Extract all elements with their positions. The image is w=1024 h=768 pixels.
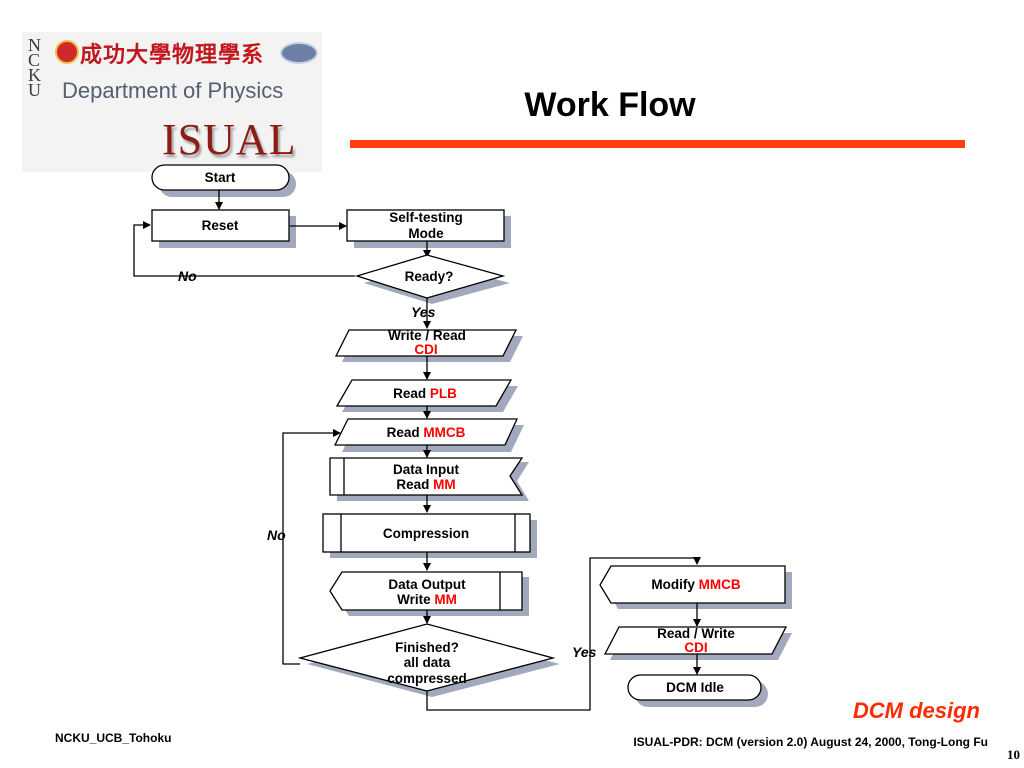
read-prefix: Read [396, 477, 433, 492]
mmcb-highlight: MMCB [699, 577, 741, 592]
page-number: 10 [1007, 747, 1020, 762]
logo-letter: U [28, 80, 41, 100]
logo-letter: C [28, 50, 41, 70]
self-testing-label: Mode [408, 226, 444, 241]
ncku-isual-logo: N C K U 成功大學物理學系 Department of Physics I… [22, 32, 322, 172]
compression-label: Compression [383, 526, 469, 541]
finished-label: Finished? [395, 640, 459, 655]
dcm-idle-node [627, 674, 762, 701]
reset-label: Reset [202, 218, 239, 233]
start-label: Start [205, 170, 236, 185]
read-write-label: Read / Write [657, 626, 735, 641]
ncku-letters: N C K U [28, 35, 58, 100]
connectors [133, 190, 701, 711]
footer-right: ISUAL-PDR: DCM (version 2.0) August 24, … [633, 735, 988, 749]
dcm-idle-label: DCM Idle [666, 680, 724, 695]
eye-logo-icon [280, 42, 318, 64]
finished-decision [297, 623, 556, 692]
read-mmcb-node [333, 418, 519, 446]
ready-decision [354, 254, 506, 299]
self-testing-node [346, 209, 505, 242]
write-prefix: Write [397, 592, 434, 607]
data-output-node [329, 571, 523, 611]
yes-branch-label: Yes [572, 644, 597, 660]
write-read-cdi-node [334, 329, 518, 357]
finished-label: all data [404, 655, 451, 670]
ready-label: Ready? [405, 269, 454, 284]
cdi-highlight: CDI [684, 640, 707, 655]
chinese-department-name: 成功大學物理學系 [80, 43, 265, 68]
modify-mmcb-label: Modify MMCB [651, 577, 740, 592]
write-read-label: Write / Read [388, 328, 466, 343]
mm-highlight: MM [434, 592, 457, 607]
modify-prefix: Modify [651, 577, 698, 592]
plb-highlight: PLB [430, 386, 457, 401]
nodes [151, 164, 788, 701]
read-prefix: Read [393, 386, 430, 401]
university-seal-icon [55, 40, 79, 64]
no-branch-label: No [178, 268, 197, 284]
compression-node [322, 513, 531, 553]
dcm-design-badge: DCM design [852, 698, 980, 723]
mmcb-highlight: MMCB [423, 425, 465, 440]
modify-mmcb-node [599, 565, 786, 604]
self-testing-label: Self-testing [389, 210, 463, 225]
start-node [151, 164, 290, 191]
cdi-highlight: CDI [414, 342, 437, 357]
read-plb-label: Read PLB [393, 386, 457, 401]
logo-letter: K [28, 65, 41, 85]
read-plb-node [335, 379, 513, 407]
isual-logo-text: ISUAL [162, 115, 297, 164]
data-input-label: Data Input [393, 462, 460, 477]
data-input-node [329, 457, 524, 496]
data-output-write-label: Write MM [397, 592, 457, 607]
title-underline [350, 140, 965, 148]
yes-branch-label: Yes [411, 304, 436, 320]
footer-left: NCKU_UCB_Tohoku [55, 731, 172, 745]
no-branch-label: No [267, 527, 286, 543]
data-input-read-label: Read MM [396, 477, 455, 492]
read-prefix: Read [387, 425, 424, 440]
slide-title: Work Flow [524, 86, 696, 124]
data-output-label: Data Output [388, 577, 466, 592]
read-mmcb-label: Read MMCB [387, 425, 466, 440]
department-name: Department of Physics [62, 78, 284, 103]
finished-label: compressed [387, 671, 467, 686]
read-write-cdi-node [603, 626, 788, 655]
mm-highlight: MM [433, 477, 456, 492]
logo-letter: N [28, 35, 41, 55]
reset-node [151, 209, 290, 242]
